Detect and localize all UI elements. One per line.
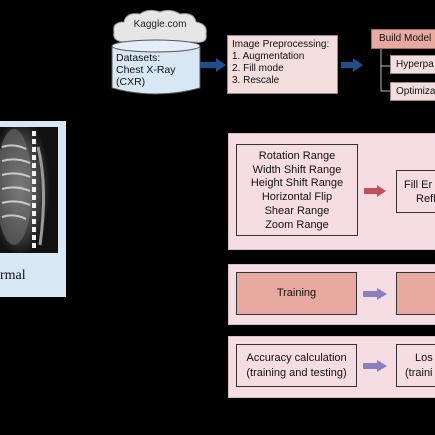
fill-mode-box: Fill Er Refl [396, 170, 435, 213]
training-next-box [396, 272, 435, 315]
accuracy-box: Accuracy calculation (training and testi… [236, 344, 357, 387]
loss-line-2: (traini [405, 366, 435, 381]
accuracy-line-2: (training and testing) [237, 366, 356, 381]
param-shear-range: Shear Range [237, 205, 357, 219]
preprocessing-step-2: 2. Fill mode [232, 63, 333, 75]
fill-mode-line-1: Fill Er [404, 178, 435, 192]
hyperparameter-box: Hyperpa [390, 55, 435, 74]
xray-sample-card: rmal [0, 121, 66, 297]
param-height-shift-range: Height Shift Range [237, 177, 357, 191]
preprocessing-title: Image Preprocessing: [232, 39, 333, 51]
param-width-shift-range: Width Shift Range [237, 164, 357, 178]
loss-line-1: Los [405, 351, 435, 366]
training-box: Training [236, 272, 357, 315]
dataset-line-1: Datasets: [116, 52, 200, 64]
build-model-box: Build Model [371, 29, 435, 49]
arrow-db-to-preprocessing [200, 58, 226, 72]
chest-xray-image [0, 127, 58, 253]
param-rotation-range: Rotation Range [237, 150, 357, 164]
cloud-label: Kaggle.com [112, 19, 208, 30]
arrow-accuracy-to-loss [363, 360, 387, 372]
arrow-params-to-fill [364, 185, 386, 197]
optimizer-box: Optimiza [390, 82, 435, 101]
arrow-training-to-next [363, 288, 387, 300]
dataset-line-3: (CXR) [116, 76, 200, 88]
preprocessing-step-3: 3. Rescale [232, 75, 333, 87]
dataset-label: Datasets: Chest X-Ray (CXR) [116, 52, 200, 88]
param-zoom-range: Zoom Range [237, 219, 357, 233]
image-preprocessing-box: Image Preprocessing: 1. Augmentation 2. … [227, 35, 338, 94]
arrow-preprocessing-to-build [341, 58, 363, 72]
sample-label: rmal [0, 268, 60, 284]
param-horizontal-flip: Horizontal Flip [237, 191, 357, 205]
ribcage-graphic [0, 127, 58, 253]
dataset-line-2: Chest X-Ray [116, 64, 200, 76]
preprocessing-step-1: 1. Augmentation [232, 51, 333, 63]
loss-box: Los (traini [396, 344, 435, 387]
fill-mode-line-2: Refl [404, 192, 435, 206]
augmentation-params-box: Rotation Range Width Shift Range Height … [236, 144, 358, 236]
accuracy-line-1: Accuracy calculation [237, 351, 356, 366]
